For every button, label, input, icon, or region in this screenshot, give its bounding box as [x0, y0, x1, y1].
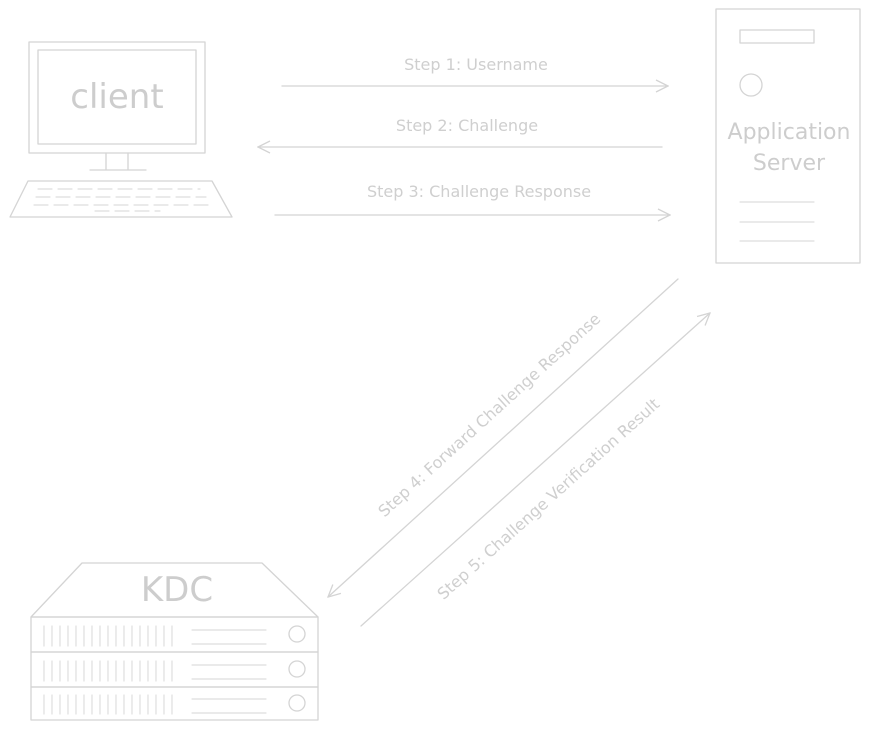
app-server-tower: [715, 8, 861, 264]
kdc-rack-unit-2-led: [288, 660, 306, 678]
client-keyboard-keys: [33, 188, 211, 212]
kdc-rack-unit-1-led: [288, 625, 306, 643]
kdc-rack-unit-3-led: [288, 694, 306, 712]
kdc-rack-unit-3: [30, 686, 319, 721]
client-monitor-frame: [28, 41, 206, 154]
client-label: client: [70, 77, 163, 117]
step-2-label: Step 2: Challenge: [396, 116, 538, 135]
kdc-rack-unit-1: [30, 616, 319, 653]
kdc-rack-unit-1-slots: [191, 629, 267, 645]
client-keyboard: [9, 180, 233, 218]
client-computer: client: [9, 41, 233, 218]
kdc-server-rack: KDC: [30, 562, 319, 721]
application-server: Application Server: [715, 8, 861, 264]
app-server-vents: [739, 201, 815, 242]
kdc-rack-unit-1-vents: [43, 625, 173, 647]
kdc-rack-unit-2-slots: [191, 664, 267, 680]
app-server-label-line2: Server: [753, 151, 826, 176]
step-3-flow: Step 3: Challenge Response: [274, 182, 670, 215]
step-1-label: Step 1: Username: [404, 55, 548, 74]
client-monitor-screen: [37, 49, 197, 145]
step-3-label: Step 3: Challenge Response: [367, 182, 591, 201]
kdc-rack-unit-2: [30, 651, 319, 688]
app-server-drive-bay: [739, 29, 815, 44]
kdc-label: KDC: [141, 570, 213, 610]
kdc-rack-unit-3-vents: [43, 694, 173, 715]
app-server-label-line1: Application: [728, 120, 851, 145]
kdc-rack-unit-3-slots: [191, 698, 267, 714]
step-2-flow: Step 2: Challenge: [258, 116, 663, 147]
step-4-arrow: [328, 278, 679, 597]
app-server-power-button: [739, 73, 763, 97]
client-monitor-stand: [89, 152, 147, 171]
kdc-rack-unit-2-vents: [43, 660, 173, 682]
step-1-flow: Step 1: Username: [281, 55, 668, 86]
step-5-arrow: [360, 313, 710, 627]
